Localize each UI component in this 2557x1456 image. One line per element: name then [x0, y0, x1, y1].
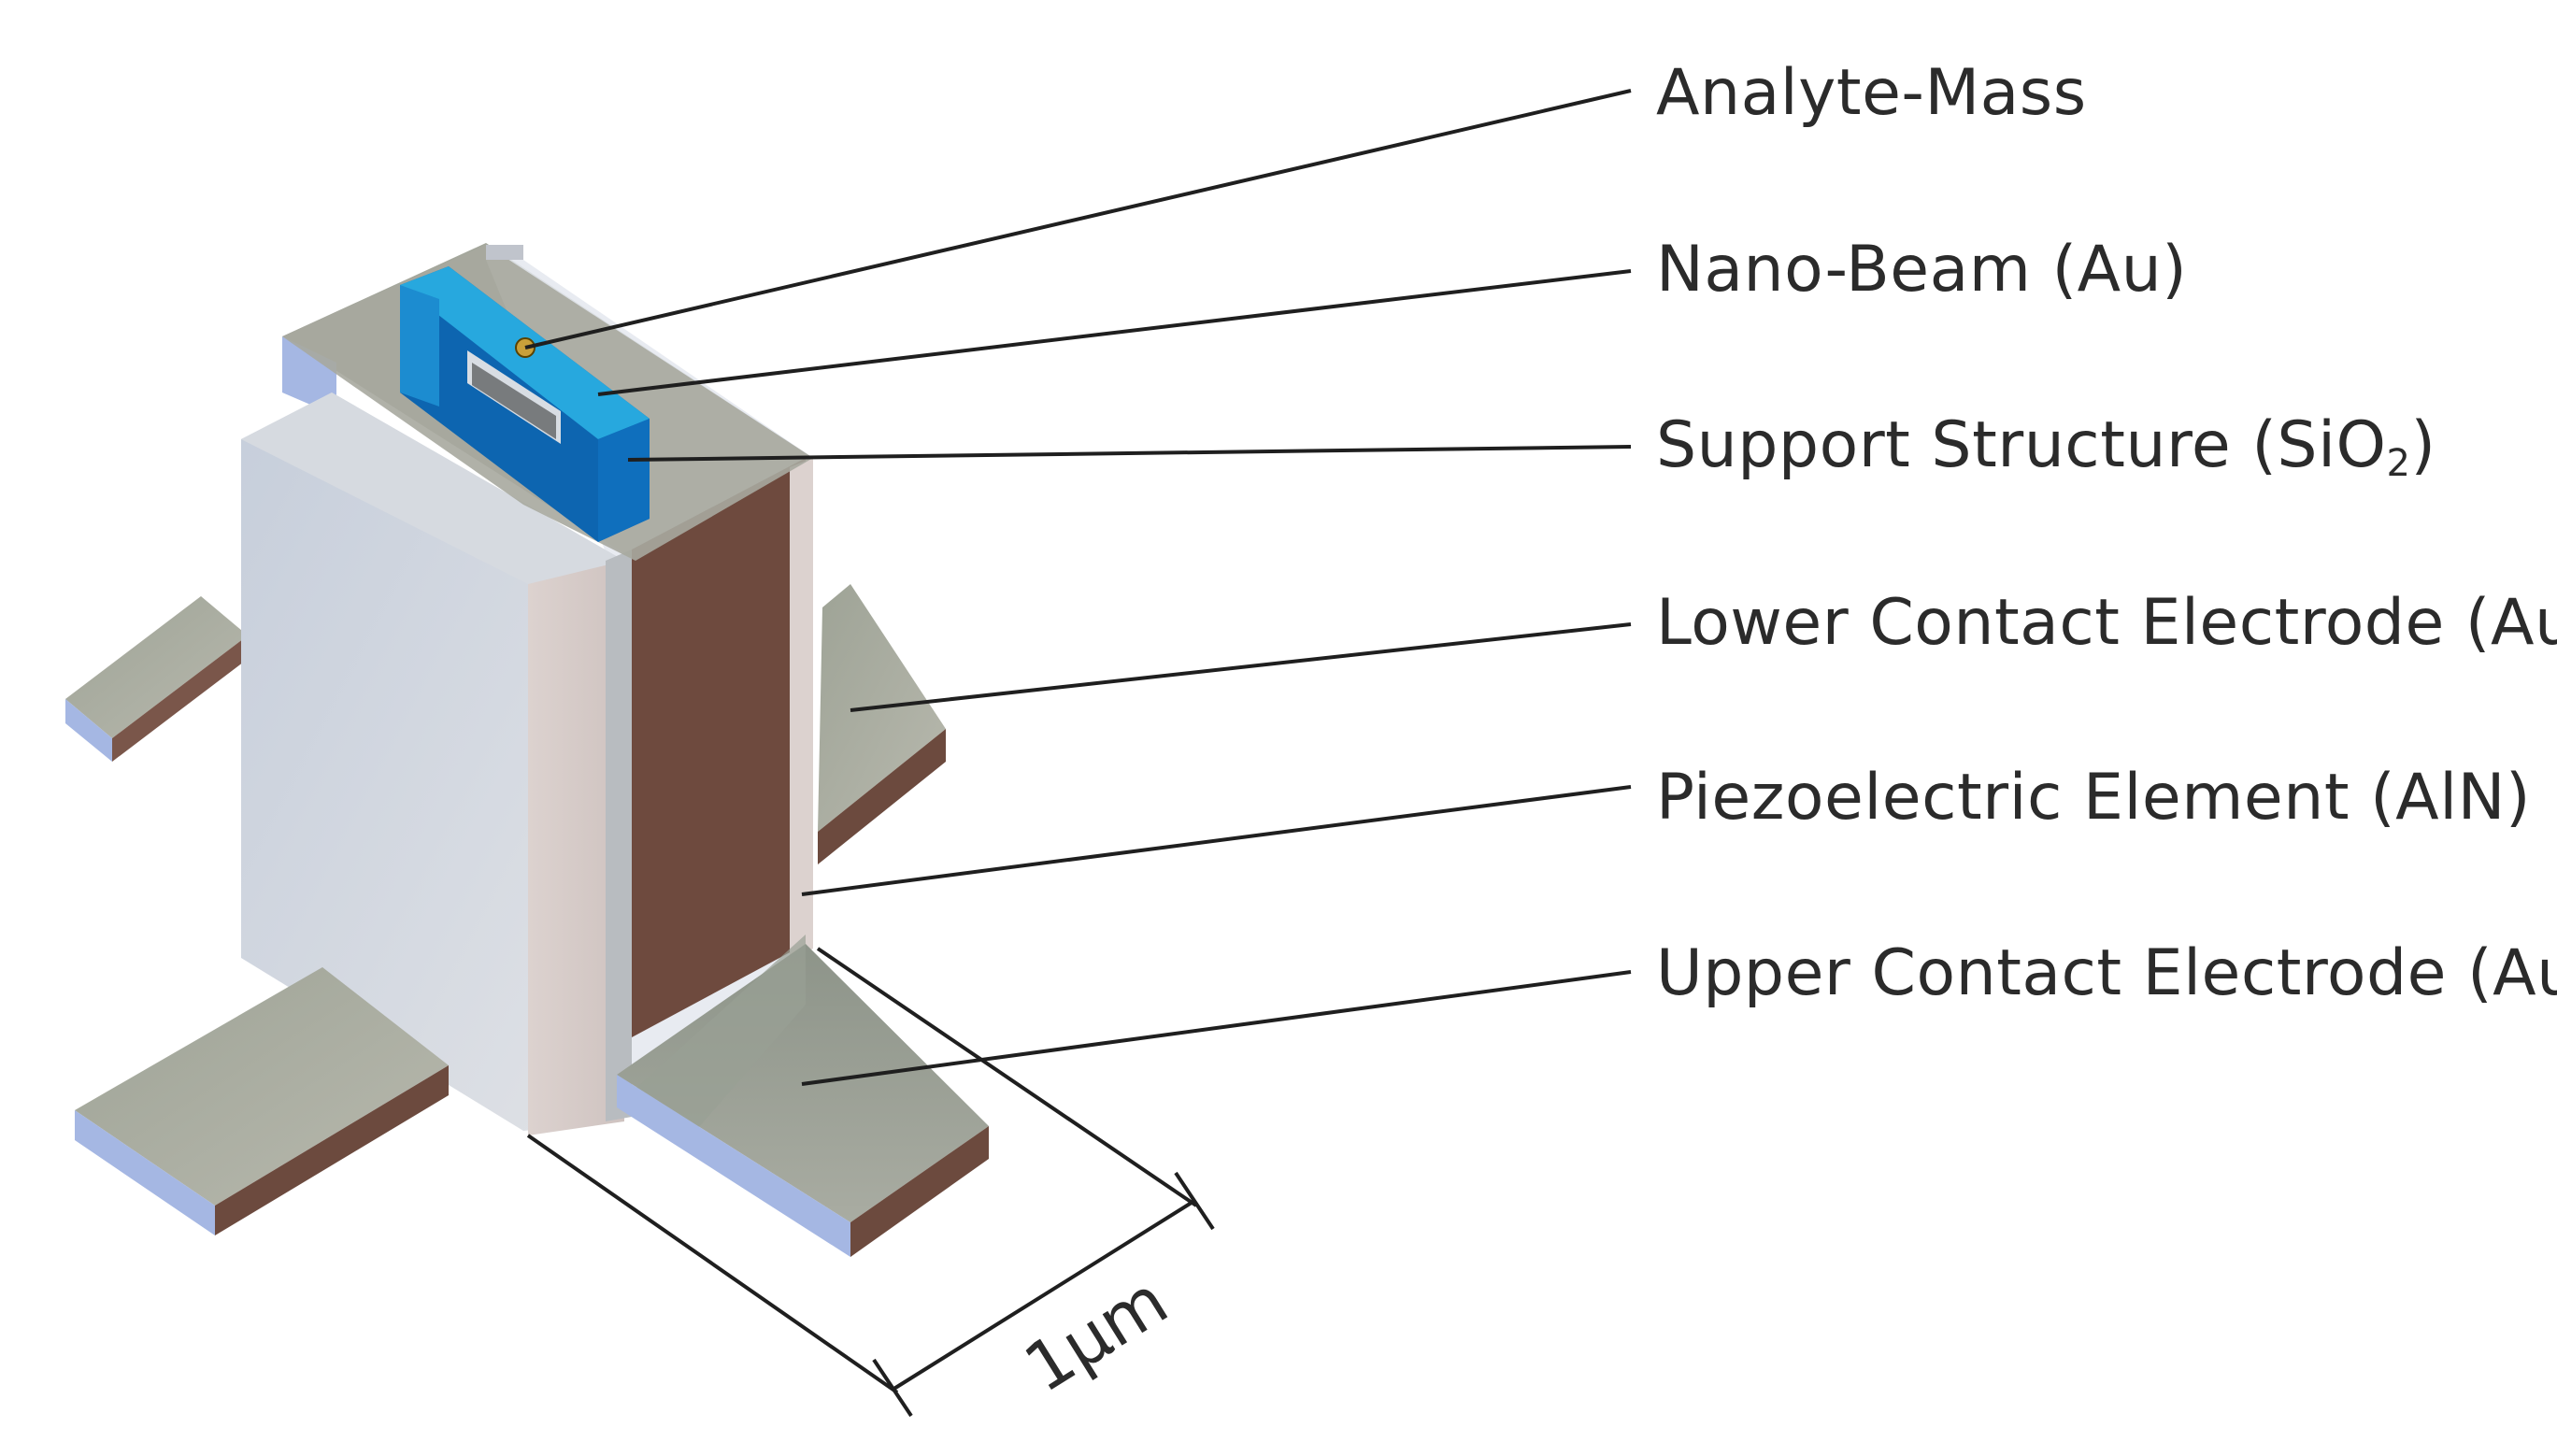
- leader-lower-electrode: [850, 622, 1632, 712]
- label-analyte-mass: Analyte-Mass: [1656, 56, 2087, 130]
- label-lower-electrode: Lower Contact Electrode (Au): [1656, 586, 2557, 660]
- dim-tick-left: [872, 1358, 913, 1418]
- dim-tick-right: [1174, 1171, 1215, 1231]
- label-support-structure-subscript: 2: [2386, 442, 2411, 485]
- pad-back-left: [65, 596, 248, 762]
- label-upper-electrode: Upper Contact Electrode (Au): [1656, 936, 2557, 1010]
- leader-analyte-mass: [524, 89, 1632, 350]
- leader-support-structure: [627, 445, 1632, 462]
- pad-back-right: [818, 584, 946, 864]
- leader-nano-beam: [597, 269, 1632, 396]
- leader-lines: [524, 89, 1632, 1086]
- dim-extension-right: [816, 947, 1198, 1207]
- label-piezo-element: Piezoelectric Element (AlN): [1656, 761, 2531, 835]
- label-support-structure-prefix: Support Structure (SiO: [1656, 408, 2387, 482]
- pad-front-left: [75, 967, 449, 1235]
- leader-piezo: [801, 785, 1632, 896]
- label-support-structure: Support Structure (SiO2): [1656, 414, 2436, 483]
- label-nano-beam: Nano-Beam (Au): [1656, 233, 2188, 307]
- label-support-structure-suffix: ): [2410, 408, 2436, 482]
- dimension-lines: [526, 947, 1215, 1418]
- dim-extension-left: [526, 1134, 899, 1394]
- leader-upper-electrode: [801, 970, 1632, 1086]
- dim-measure-line: [891, 1199, 1196, 1392]
